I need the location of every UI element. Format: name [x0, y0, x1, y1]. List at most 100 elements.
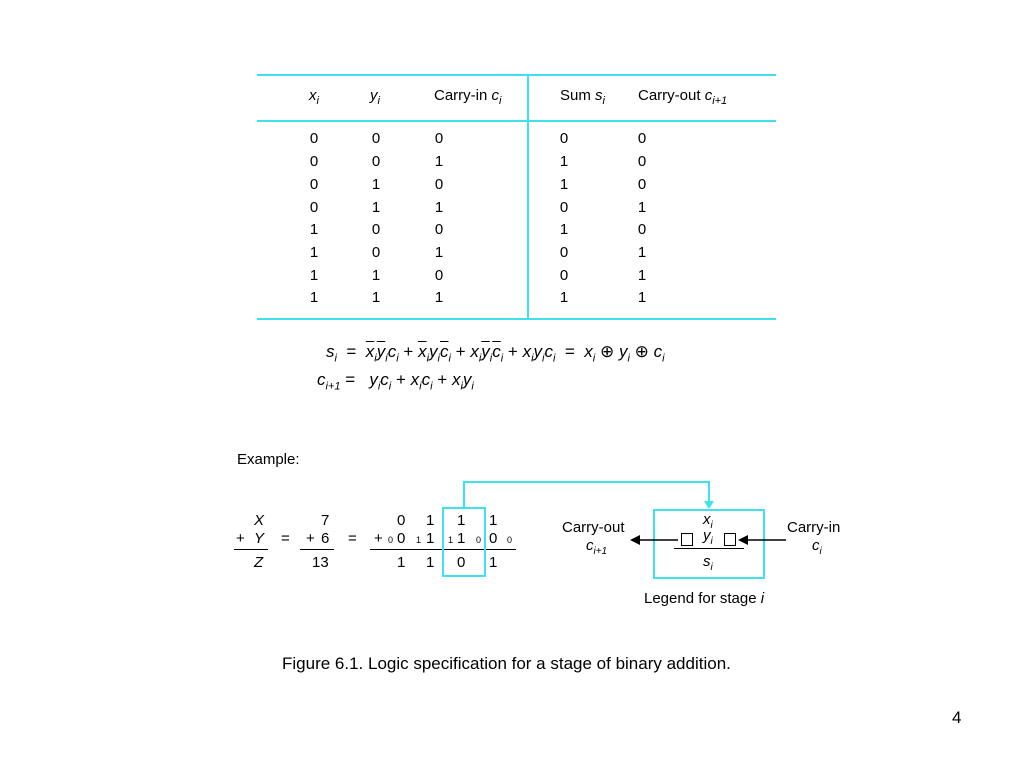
carry-bit: 0	[388, 535, 394, 545]
carry-bit: 0	[507, 535, 513, 545]
cell-carry-out: 1	[637, 289, 647, 306]
cell-carry-in: 1	[434, 244, 444, 261]
cell-y: 0	[371, 130, 381, 147]
cell-carry-in: 0	[434, 176, 444, 193]
cell-x: 1	[309, 289, 319, 306]
cell-carry-in: 1	[434, 289, 444, 306]
header-sum: Sum si	[560, 87, 605, 107]
carry-out-cell	[681, 533, 693, 546]
cell-y: 1	[371, 267, 381, 284]
cell-y: 0	[371, 244, 381, 261]
cell-y: 1	[371, 289, 381, 306]
table-divider	[527, 76, 529, 318]
cell-carry-in: 0	[434, 221, 444, 238]
legend-box	[653, 509, 765, 579]
binary-x-bit: 0	[397, 512, 406, 529]
legend-caption: Legend for stage i	[644, 590, 765, 607]
cell-x: 1	[309, 221, 319, 238]
cell-sum: 1	[559, 221, 569, 238]
cell-sum: 1	[559, 289, 569, 306]
sum-rule-symbolic	[234, 549, 268, 550]
decimal-z: 13	[312, 554, 329, 571]
plus-sign: +	[236, 530, 245, 547]
cell-carry-in: 0	[434, 267, 444, 284]
binary-y-bit: 1	[457, 530, 466, 547]
carry-bit: 1	[416, 535, 422, 545]
carry-out-arrow	[630, 535, 678, 545]
cell-carry-in: 1	[434, 199, 444, 216]
cell-carry-out: 0	[637, 153, 647, 170]
binary-x-bit: 1	[489, 512, 498, 529]
example-label: Example:	[237, 451, 300, 468]
cell-x: 1	[309, 267, 319, 284]
carry-out-label: Carry-out	[562, 519, 625, 536]
var-X: X	[254, 512, 265, 529]
header-carry-in: Carry-in ci	[434, 87, 502, 107]
carry-bit: 1	[448, 535, 454, 545]
legend-x: xi	[703, 511, 713, 531]
var-Z: Z	[254, 554, 264, 571]
cell-x: 0	[309, 176, 319, 193]
binary-z-bit: 1	[397, 554, 406, 571]
decimal-y-plus: +	[306, 530, 315, 547]
cell-carry-in: 1	[434, 153, 444, 170]
cell-x: 1	[309, 244, 319, 261]
cell-carry-out: 1	[637, 267, 647, 284]
table-bottom-rule	[257, 318, 776, 320]
cell-sum: 0	[559, 130, 569, 147]
cell-sum: 0	[559, 199, 569, 216]
decimal-x: 7	[321, 512, 330, 529]
var-Y: Y	[254, 530, 265, 547]
carry-in-cell	[724, 533, 736, 546]
stage-highlight-box	[442, 507, 486, 577]
carry-out-var: ci+1	[586, 537, 608, 557]
cell-x: 0	[309, 130, 319, 147]
header-carry-out: Carry-out ci+1	[638, 87, 728, 107]
figure-caption: Figure 6.1. Logic specification for a st…	[282, 654, 731, 673]
cell-sum: 0	[559, 244, 569, 261]
legend-y: yi	[703, 527, 713, 547]
sum-rule-decimal	[300, 549, 334, 550]
cell-carry-out: 1	[637, 244, 647, 261]
binary-y-bit: 0	[397, 530, 406, 547]
equals-sign-2: =	[348, 530, 357, 547]
cell-x: 0	[309, 153, 319, 170]
carry-equation: ci+1 = yici + xici + xiyi	[317, 370, 474, 393]
carry-bit: 0	[476, 535, 482, 545]
table-header-rule	[257, 120, 776, 122]
decimal-y: 6	[321, 530, 330, 547]
binary-y-bit: 1	[426, 530, 435, 547]
cell-carry-out: 0	[637, 176, 647, 193]
carry-in-arrow	[738, 535, 786, 545]
connector-arrow	[463, 481, 714, 509]
page-number: 4	[952, 708, 962, 727]
binary-plus: +	[374, 530, 383, 547]
binary-z-bit: 1	[426, 554, 435, 571]
cell-sum: 1	[559, 176, 569, 193]
binary-y-bit: 0	[489, 530, 498, 547]
binary-x-bit: 1	[457, 512, 466, 529]
cell-sum: 1	[559, 153, 569, 170]
legend-s: si	[703, 553, 713, 573]
binary-x-bit: 1	[426, 512, 435, 529]
binary-z-bit: 1	[489, 554, 498, 571]
carry-in-var: ci	[812, 537, 822, 557]
header-x: xi	[309, 87, 319, 107]
binary-z-bit: 0	[457, 554, 466, 571]
carry-in-label: Carry-in	[787, 519, 841, 536]
table-top-rule	[257, 74, 776, 76]
cell-carry-out: 0	[637, 221, 647, 238]
cell-y: 0	[371, 221, 381, 238]
cell-x: 0	[309, 199, 319, 216]
legend-sum-rule	[674, 548, 744, 549]
cell-carry-in: 0	[434, 130, 444, 147]
equals-sign-1: =	[281, 530, 290, 547]
cell-y: 0	[371, 153, 381, 170]
cell-carry-out: 1	[637, 199, 647, 216]
cell-sum: 0	[559, 267, 569, 284]
cell-carry-out: 0	[637, 130, 647, 147]
sum-equation: si = xiyici + xiyici + xiyici + xiyici =…	[326, 342, 665, 365]
header-y: yi	[370, 87, 380, 107]
cell-y: 1	[371, 199, 381, 216]
cell-y: 1	[371, 176, 381, 193]
